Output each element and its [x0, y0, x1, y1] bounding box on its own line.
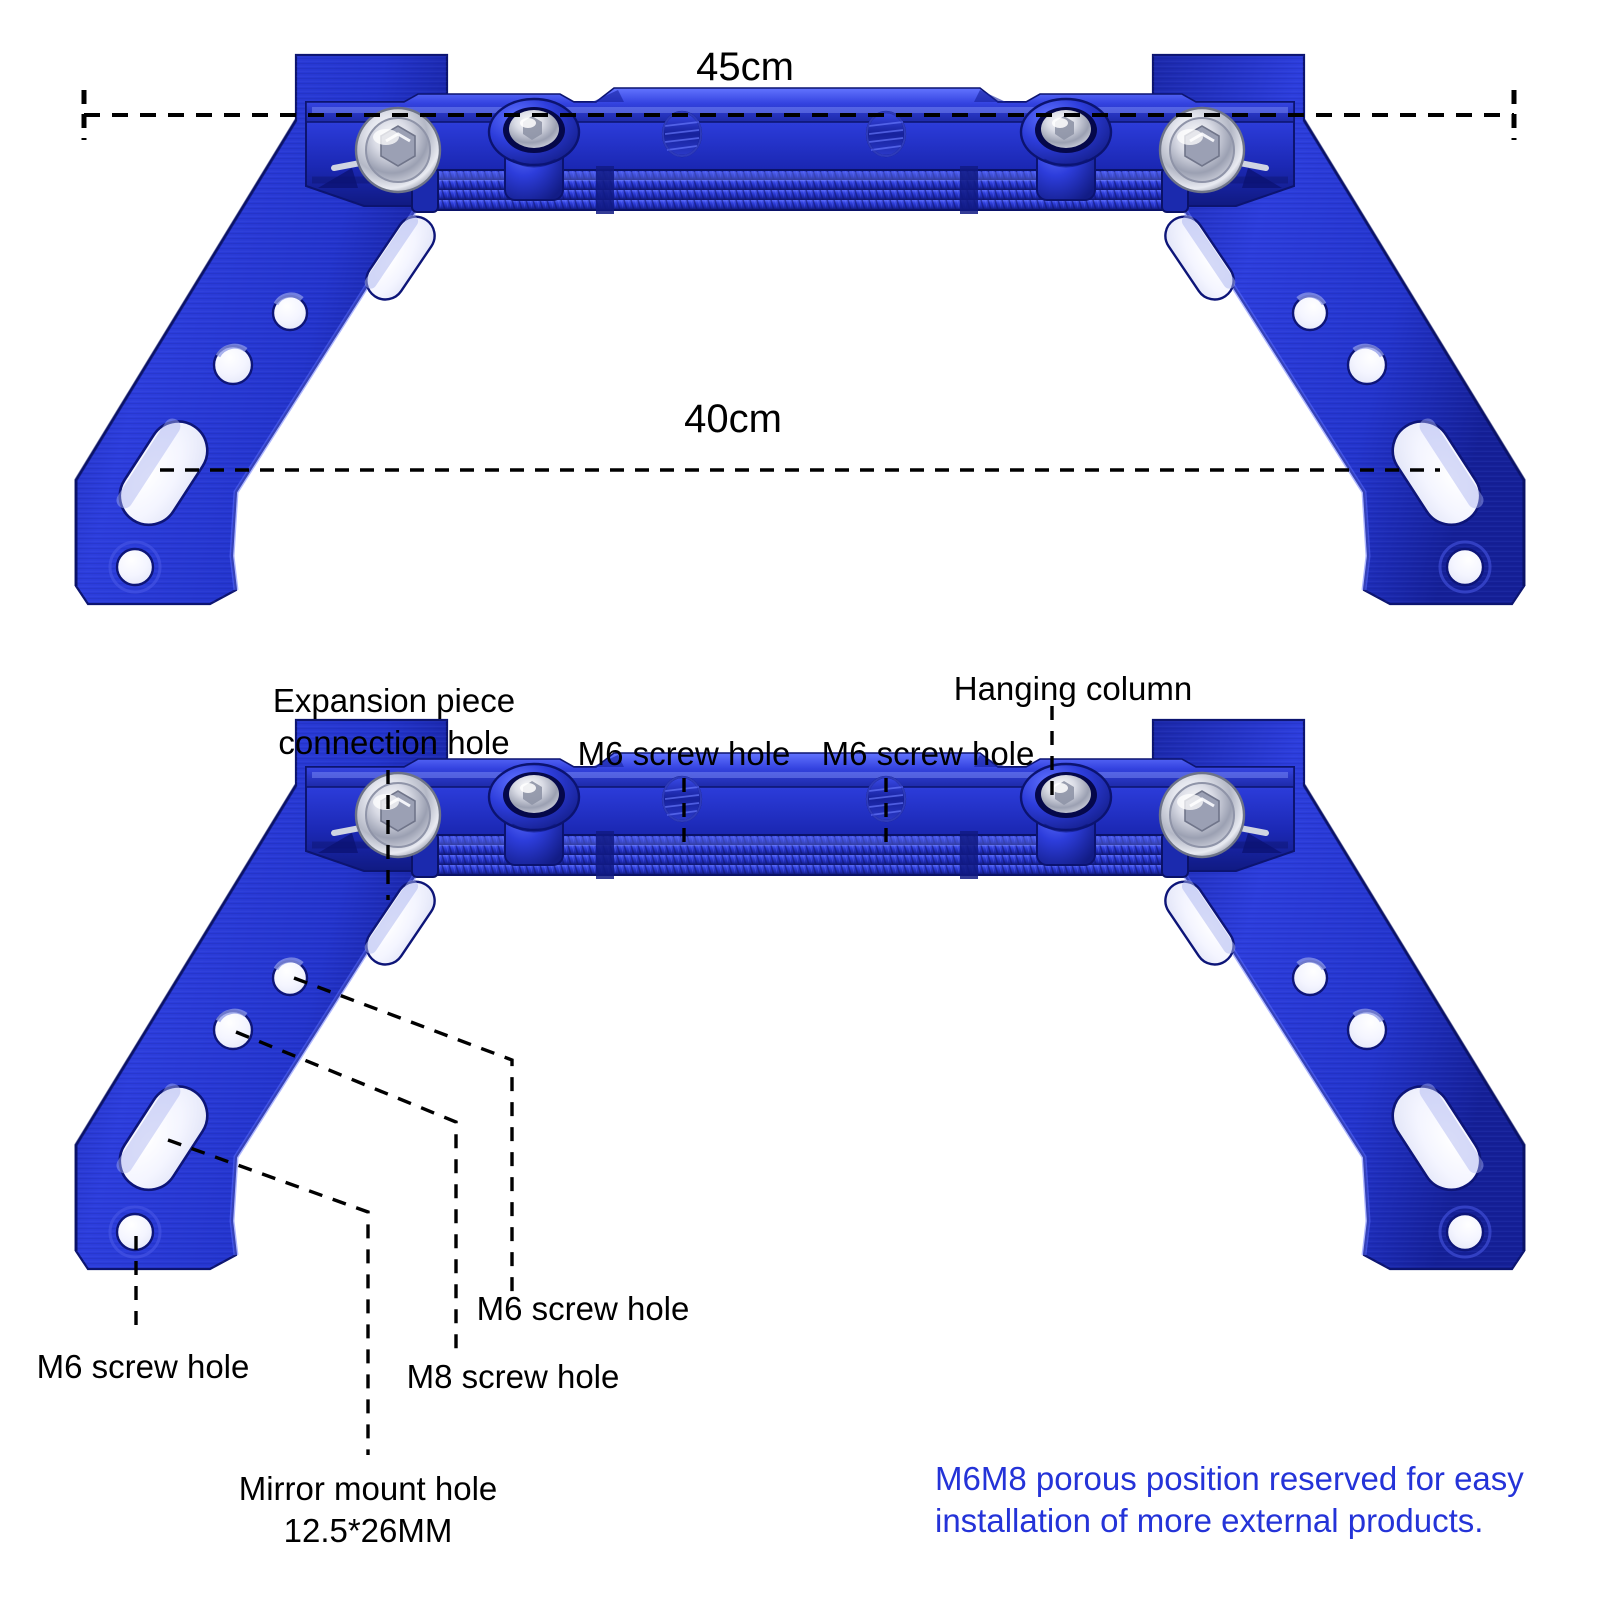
dimension-label-45cm: 45cm — [696, 45, 794, 89]
annotation-m6-screw-bottom: M6 screw hole — [37, 1348, 250, 1385]
leader-lines-top — [386, 706, 1054, 900]
annotation-m6-screw-arm: M6 screw hole — [477, 1290, 690, 1327]
annotation-mirror-mount-line1: Mirror mount hole — [239, 1470, 498, 1507]
leader-lines-bottom — [134, 976, 514, 1455]
annotation-expansion-hole-line2: connection hole — [278, 724, 509, 761]
annotation-mirror-mount-line2: 12.5*26MM — [284, 1512, 453, 1549]
annotation-hanging-column: Hanging column — [954, 670, 1192, 707]
annotation-m8-screw: M8 screw hole — [407, 1358, 620, 1395]
porous-note-line1: M6M8 porous position reserved for easy — [935, 1460, 1524, 1497]
dimension-label-40cm: 40cm — [684, 397, 782, 441]
annotation-m6-screw-top-2: M6 screw hole — [822, 735, 1035, 772]
dimension-line-45cm — [81, 90, 1517, 140]
annotation-m6-screw-top-1: M6 screw hole — [578, 735, 791, 772]
annotation-expansion-hole-line1: Expansion piece — [273, 682, 515, 719]
porous-note-line2: installation of more external products. — [935, 1502, 1483, 1539]
